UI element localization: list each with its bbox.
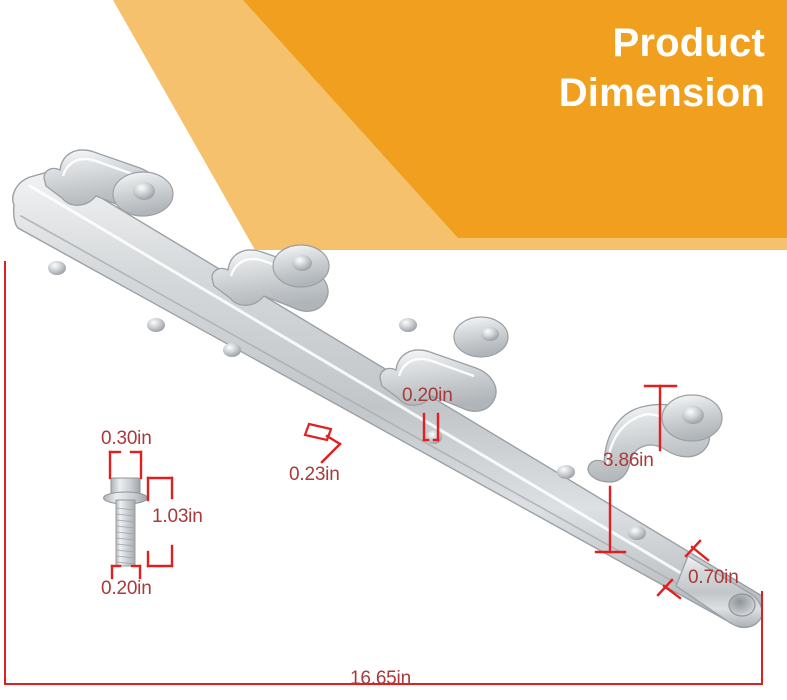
- mounting-hole-8: [223, 343, 241, 357]
- bracket-body: [12, 149, 763, 629]
- mounting-hole-4: [481, 327, 499, 341]
- dimension-label-bracket-height: 3.86in: [603, 450, 654, 471]
- mounting-hole-6: [48, 261, 66, 275]
- mounting-hole-5: [682, 406, 704, 424]
- banner-title-line-1: Product: [612, 21, 765, 65]
- mounting-hole-11: [628, 526, 646, 540]
- dimension-label-bolt-head-width: 0.30in: [101, 428, 152, 449]
- mounting-hole-3: [399, 318, 417, 332]
- bracket-hook-loop-3: [379, 349, 497, 412]
- dimension-label-plate-thickness: 0.23in: [289, 464, 340, 485]
- bracket-hook-rib-4: [605, 412, 687, 467]
- mounting-hole-1: [133, 182, 155, 200]
- lug-pad-3: [453, 316, 509, 358]
- dimension-label-bolt-length: 1.03in: [152, 506, 203, 527]
- dimension-label-tail-width: 0.70in: [688, 567, 739, 588]
- banner-title-line-2: Dimension: [558, 71, 765, 115]
- mounting-hole-10: [557, 465, 575, 479]
- bracket-hook-rib-2: [229, 257, 307, 278]
- bracket-hook-rib-1: [61, 157, 139, 178]
- hex-flange-bolt: [103, 477, 148, 567]
- mounting-hole-7: [147, 318, 165, 332]
- dimension-label-hole-diameter: 0.20in: [402, 385, 453, 406]
- bracket-hook-rib-3: [397, 357, 475, 378]
- mounting-hole-2: [292, 255, 312, 271]
- mounting-hole-9: [426, 430, 442, 444]
- dimension-label-bolt-shank-diameter: 0.20in: [101, 578, 152, 599]
- banner-title: Product Dimension: [425, 18, 765, 118]
- bracket-bar-highlight: [28, 184, 750, 615]
- dimension-label-overall-length: 16.65in: [350, 668, 411, 689]
- bolt-threads: [115, 507, 136, 565]
- bracket-mounting-holes: [48, 182, 704, 540]
- bracket-tail-hole: [728, 593, 756, 617]
